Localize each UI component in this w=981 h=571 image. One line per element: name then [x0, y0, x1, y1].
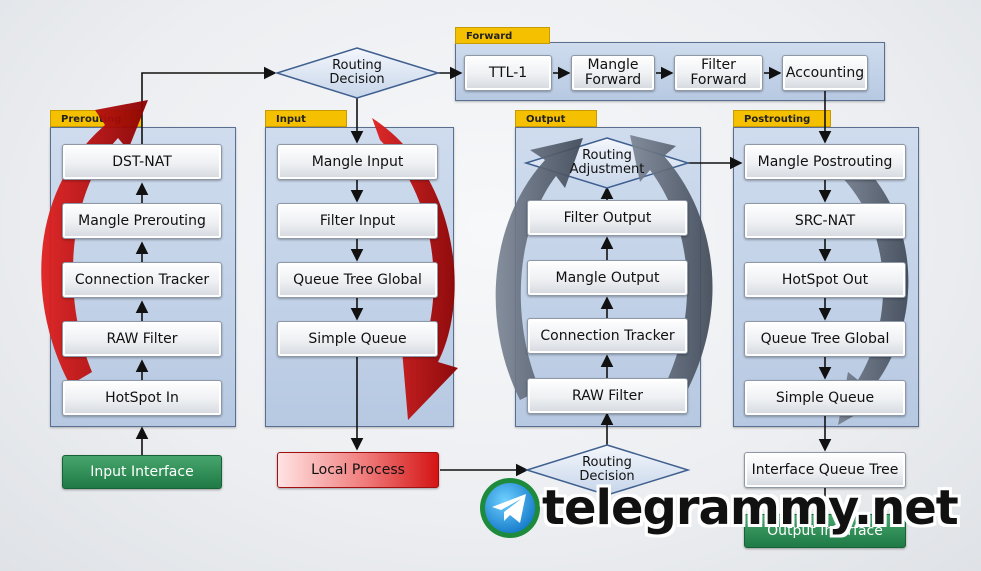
raw-filter-prerouting-node: RAW Filter: [62, 321, 222, 357]
watermark-text: telegrammy.net: [542, 480, 959, 536]
postrouting-chain-label: Postrouting: [733, 110, 831, 127]
output-interface-node: Output Interface: [744, 514, 906, 548]
dst-nat-node: DST-NAT: [62, 144, 222, 180]
mangle-forward-node: Mangle Forward: [571, 55, 655, 91]
filter-forward-node: Filter Forward: [674, 55, 763, 91]
gray-curved-arrow-icon: [495, 138, 583, 400]
connection-tracker-prerouting-node: Connection Tracker: [62, 262, 222, 298]
routing-adjustment-label: Routing Adjustment: [569, 148, 645, 177]
input-interface-node: Input Interface: [62, 455, 222, 489]
watermark: telegrammy.net: [478, 476, 959, 540]
filter-input-node: Filter Input: [277, 203, 438, 239]
mangle-postrouting-node: Mangle Postrouting: [744, 144, 906, 180]
filter-output-node: Filter Output: [527, 200, 688, 236]
simple-queue-input-node: Simple Queue: [277, 321, 438, 357]
routing-decision-bottom-diamond: [524, 444, 691, 496]
queue-tree-global-input-node: Queue Tree Global: [277, 262, 438, 298]
routing-decision-top-label: Routing Decision: [329, 58, 385, 87]
routing-decision-top-diamond: [274, 47, 441, 99]
routing-decision-bottom-label: Routing Decision: [579, 455, 635, 484]
input-chain-label: Input: [265, 110, 347, 127]
telegram-logo-icon: [480, 478, 540, 538]
hotspot-in-node: HotSpot In: [62, 380, 222, 416]
interface-queue-tree-node: Interface Queue Tree: [744, 452, 906, 488]
local-process-node: Local Process: [277, 452, 439, 488]
accounting-node: Accounting: [782, 55, 868, 91]
mangle-output-node: Mangle Output: [527, 260, 688, 296]
queue-tree-global-postrouting-node: Queue Tree Global: [744, 321, 906, 357]
gray-curved-arrow-icon: [630, 135, 713, 400]
mangle-input-node: Mangle Input: [277, 144, 438, 180]
src-nat-node: SRC-NAT: [744, 203, 906, 239]
raw-filter-output-node: RAW Filter: [527, 378, 688, 414]
hotspot-out-node: HotSpot Out: [744, 262, 906, 298]
mangle-prerouting-node: Mangle Prerouting: [62, 203, 222, 239]
simple-queue-postrouting-node: Simple Queue: [744, 380, 906, 416]
ttl-node: TTL-1: [464, 55, 552, 91]
connection-tracker-output-node: Connection Tracker: [527, 318, 688, 354]
forward-chain-label: Forward: [455, 27, 550, 44]
output-chain-label: Output: [515, 110, 597, 127]
